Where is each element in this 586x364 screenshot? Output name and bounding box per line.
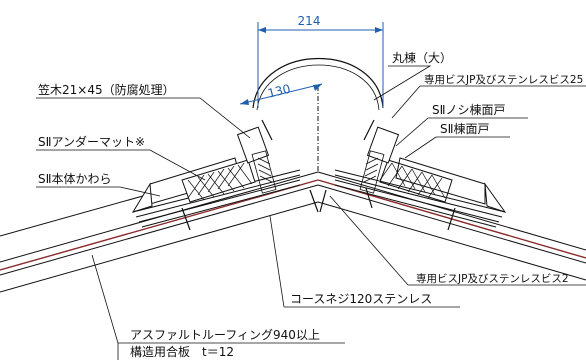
label-under-mat: SⅡアンダーマット※ [38, 134, 145, 149]
leader-lines [36, 65, 586, 360]
left-under-mat [181, 159, 256, 203]
label-plywood: 構造用合板 t＝12 [130, 344, 234, 359]
label-nosi-munemendo: SⅡノシ棟面戸 [432, 102, 506, 117]
ridge-supports [236, 86, 400, 172]
label-hontai: SⅡ本体かわら [38, 172, 112, 186]
dimension-total: 214 [298, 14, 321, 28]
label-kasagi: 笠木21×45（防腐処理） [38, 82, 175, 97]
label-senyo-bis-top: 専用ビスJP及びステンレスビス25 [424, 74, 583, 86]
label-senyo-bis-bottom: 専用ビスJP及びステンレスビス2 [416, 273, 569, 285]
screws [181, 119, 456, 231]
right-roof-layers [317, 171, 586, 281]
label-asphalt: アスファルトルーフィング940以上 [130, 328, 320, 342]
label-coarse-screw: コースネジ120ステンレス [290, 292, 432, 306]
label-munemendo: SⅡ棟面戸 [440, 121, 490, 136]
ridge-cap [252, 57, 384, 111]
dimension-lines [239, 22, 384, 108]
dimension-half: 130 [266, 82, 292, 101]
label-marumune: 丸棟（大） [392, 50, 452, 65]
